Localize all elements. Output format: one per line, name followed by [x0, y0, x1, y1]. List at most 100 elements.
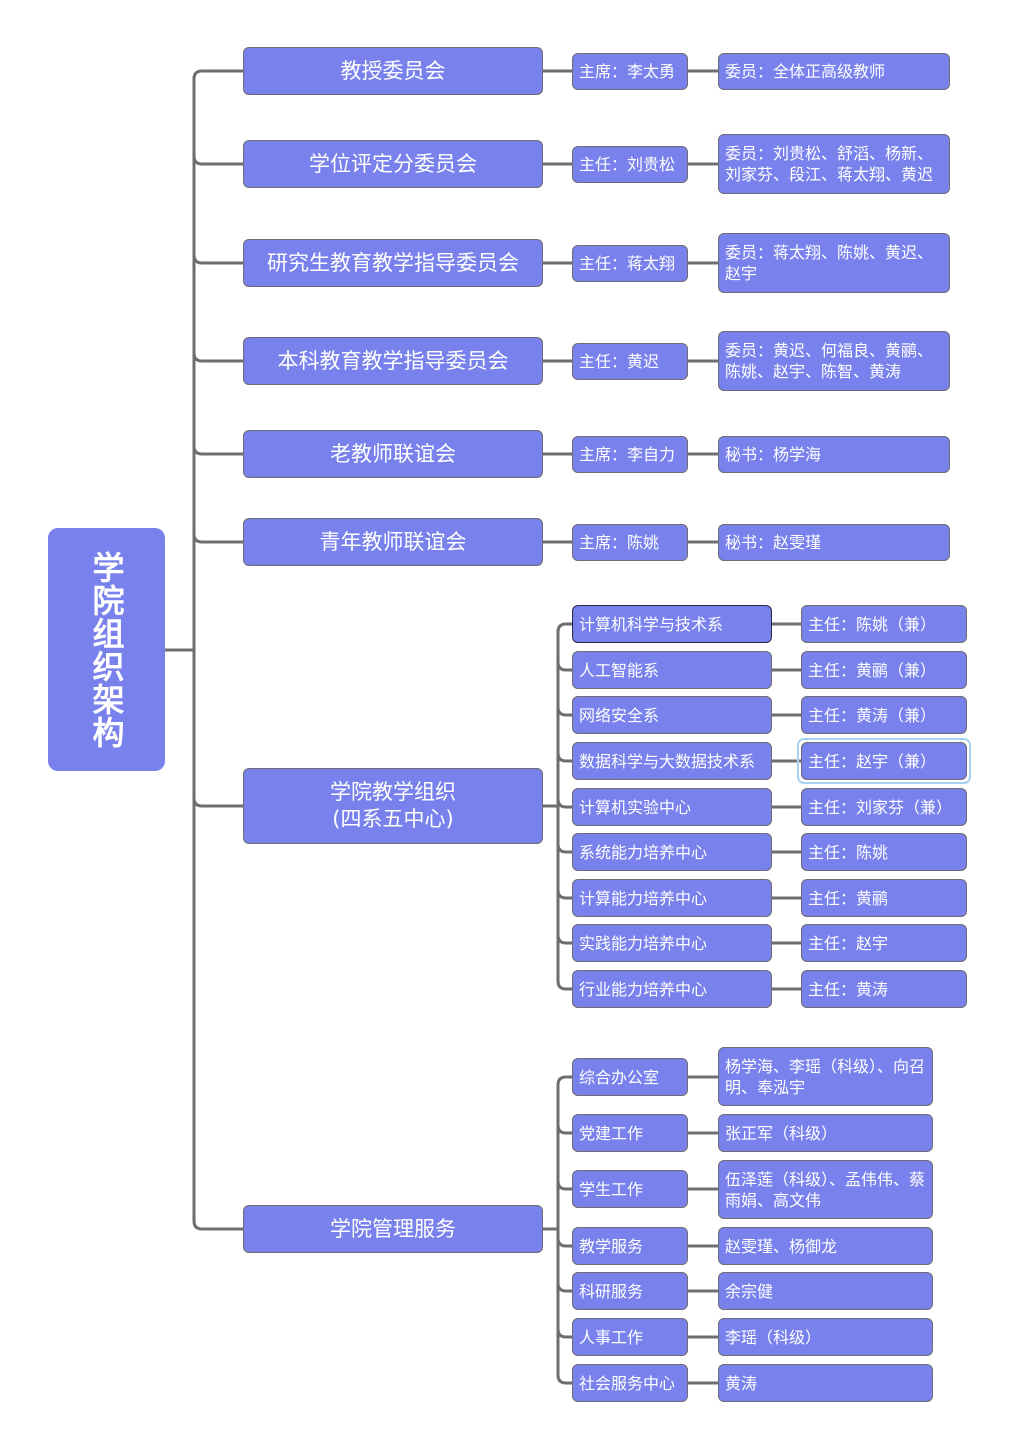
branch-members[interactable]: 委员：黄迟、何福良、黄鹂、陈姚、赵宇、陈智、黄涛	[718, 331, 950, 391]
teaching-unit[interactable]: 网络安全系	[572, 696, 772, 734]
teaching-unit-head[interactable]: 主任：刘家芬（兼）	[801, 788, 967, 826]
teaching-unit[interactable]: 人工智能系	[572, 651, 772, 689]
root-node[interactable]: 学院组织架构	[48, 528, 165, 771]
teaching-branch	[556, 980, 572, 991]
management-unit[interactable]: 科研服务	[572, 1272, 688, 1310]
branch-undergraduate-committee[interactable]: 本科教育教学指导委员会	[243, 337, 543, 385]
branch-management-services[interactable]: 学院管理服务	[243, 1205, 543, 1253]
branch-members[interactable]: 委员：全体正高级教师	[718, 53, 950, 90]
teaching-label-line1: 学院教学组织	[330, 780, 456, 804]
unit-head: 主任：陈姚（兼）	[808, 614, 937, 634]
teaching-unit-head[interactable]: 主任：黄涛（兼）	[801, 696, 967, 734]
teaching-unit-head[interactable]: 主任：黄鹂	[801, 879, 967, 917]
teaching-unit[interactable]: 计算机科学与技术系	[572, 605, 772, 643]
branch-head[interactable]: 主任：黄迟	[572, 343, 688, 380]
management-unit[interactable]: 人事工作	[572, 1318, 688, 1356]
teaching-unit[interactable]: 计算能力培养中心	[572, 879, 772, 917]
teaching-branch	[556, 622, 572, 633]
members-label: 委员：全体正高级教师	[725, 62, 886, 81]
branch-label: 青年教师联谊会	[319, 529, 467, 554]
branch-head[interactable]: 主任：蒋太翔	[572, 245, 688, 282]
teaching-branch	[556, 706, 572, 717]
unit-name: 网络安全系	[579, 705, 660, 725]
branch-label: 教授委员会	[340, 58, 446, 83]
teaching-unit-head[interactable]: 主任：陈姚（兼）	[801, 605, 967, 643]
branch-head[interactable]: 主席：李太勇	[572, 53, 688, 90]
teaching-branch	[556, 843, 572, 854]
branch-professor-committee[interactable]: 教授委员会	[243, 47, 543, 95]
unit-head: 主任：黄鹂	[808, 888, 889, 908]
management-unit-staff[interactable]: 伍泽莲（科级）、孟伟伟、蔡雨娟、高文伟	[718, 1160, 933, 1219]
branch-teaching-organization[interactable]: 学院教学组织 (四系五中心)	[243, 768, 543, 844]
branch-head[interactable]: 主席：李自力	[572, 436, 688, 473]
unit-head: 主任：赵宇（兼）	[808, 751, 937, 771]
unit-name: 数据科学与大数据技术系	[579, 751, 756, 771]
head-label: 主任：黄迟	[579, 352, 660, 371]
unit-head: 主任：黄涛	[808, 979, 889, 999]
teaching-unit-head[interactable]: 主任：黄涛	[801, 970, 967, 1008]
branch-members[interactable]: 秘书：杨学海	[718, 436, 950, 473]
teaching-branch	[556, 798, 572, 809]
management-unit-staff[interactable]: 余宗健	[718, 1272, 933, 1310]
trunk-branch	[192, 797, 243, 808]
management-branch	[556, 1237, 572, 1248]
management-unit-staff[interactable]: 张正军（科级）	[718, 1114, 933, 1152]
teaching-unit[interactable]: 数据科学与大数据技术系	[572, 742, 772, 780]
unit-staff: 李瑶（科级）	[725, 1327, 822, 1347]
unit-head: 主任：黄涛（兼）	[808, 705, 937, 725]
teaching-branch	[556, 752, 572, 763]
teaching-unit-head[interactable]: 主任：陈姚	[801, 833, 967, 871]
branch-young-teachers[interactable]: 青年教师联谊会	[243, 518, 543, 566]
unit-staff: 余宗健	[725, 1281, 774, 1301]
management-unit[interactable]: 学生工作	[572, 1170, 688, 1208]
root-title: 学院组织架构	[87, 550, 126, 749]
management-unit-staff[interactable]: 李瑶（科级）	[718, 1318, 933, 1356]
branch-members[interactable]: 秘书：赵雯瑾	[718, 524, 950, 561]
management-branch	[556, 1328, 572, 1339]
teaching-unit[interactable]: 系统能力培养中心	[572, 833, 772, 871]
management-unit[interactable]: 教学服务	[572, 1227, 688, 1265]
branch-members[interactable]: 委员：刘贵松、舒滔、杨新、刘家芬、段江、蒋太翔、黄迟	[718, 134, 950, 194]
unit-staff: 杨学海、李瑶（科级）、向召明、奉泓宇	[725, 1056, 926, 1097]
teaching-branch	[556, 934, 572, 945]
unit-staff: 伍泽莲（科级）、孟伟伟、蔡雨娟、高文伟	[725, 1169, 926, 1210]
unit-name: 党建工作	[579, 1123, 644, 1143]
management-unit-staff[interactable]: 杨学海、李瑶（科级）、向召明、奉泓宇	[718, 1047, 933, 1106]
teaching-unit-head[interactable]: 主任：黄鹂（兼）	[801, 651, 967, 689]
unit-name: 人事工作	[579, 1327, 644, 1347]
unit-name: 行业能力培养中心	[579, 979, 708, 999]
members-label: 委员：蒋太翔、陈姚、黄迟、赵宇	[725, 243, 934, 283]
unit-name: 计算能力培养中心	[579, 888, 708, 908]
trunk-branch	[192, 533, 243, 544]
management-branch	[556, 1180, 572, 1191]
branch-head[interactable]: 主席：陈姚	[572, 524, 688, 561]
management-unit[interactable]: 综合办公室	[572, 1058, 688, 1096]
branch-head[interactable]: 主任：刘贵松	[572, 146, 688, 183]
members-label: 秘书：杨学海	[725, 445, 822, 464]
branch-degree-committee[interactable]: 学位评定分委员会	[243, 140, 543, 188]
management-branch	[556, 1124, 572, 1135]
teaching-unit-head[interactable]: 主任：赵宇（兼）	[801, 742, 967, 780]
management-unit[interactable]: 社会服务中心	[572, 1364, 688, 1402]
teaching-unit[interactable]: 计算机实验中心	[572, 788, 772, 826]
teaching-unit[interactable]: 行业能力培养中心	[572, 970, 772, 1008]
teaching-unit[interactable]: 实践能力培养中心	[572, 924, 772, 962]
teaching-branch	[556, 889, 572, 900]
branch-graduate-committee[interactable]: 研究生教育教学指导委员会	[243, 239, 543, 287]
branch-members[interactable]: 委员：蒋太翔、陈姚、黄迟、赵宇	[718, 233, 950, 293]
members-label: 委员：刘贵松、舒滔、杨新、刘家芬、段江、蒋太翔、黄迟	[725, 144, 934, 184]
branch-label: 研究生教育教学指导委员会	[267, 250, 519, 275]
trunk-branch	[192, 1220, 243, 1231]
members-label: 委员：黄迟、何福良、黄鹂、陈姚、赵宇、陈智、黄涛	[725, 341, 934, 381]
unit-name: 综合办公室	[579, 1067, 660, 1087]
branch-label: 老教师联谊会	[330, 441, 456, 466]
teaching-unit-head[interactable]: 主任：赵宇	[801, 924, 967, 962]
management-unit-staff[interactable]: 黄涛	[718, 1364, 933, 1402]
branch-senior-teachers[interactable]: 老教师联谊会	[243, 430, 543, 478]
management-unit-staff[interactable]: 赵雯瑾、杨御龙	[718, 1227, 933, 1265]
head-label: 主席：李太勇	[579, 62, 676, 81]
management-unit[interactable]: 党建工作	[572, 1114, 688, 1152]
unit-staff: 张正军（科级）	[725, 1123, 838, 1143]
trunk-branch	[192, 69, 243, 80]
head-label: 主席：李自力	[579, 445, 676, 464]
